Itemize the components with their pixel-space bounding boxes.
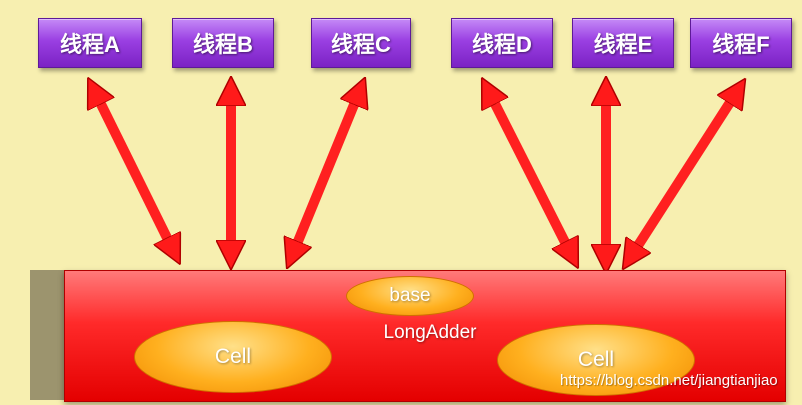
arrow-thread-a — [94, 90, 174, 252]
cell-ellipse-2: Cell — [497, 324, 695, 396]
long-adder-label: LongAdder — [383, 322, 477, 343]
thread-box-a: 线程A — [38, 18, 142, 68]
thread-box-c: 线程C — [311, 18, 411, 68]
base-label: base — [389, 285, 431, 306]
thread-label-c: 线程C — [331, 32, 391, 57]
arrow-thread-d — [488, 90, 572, 256]
thread-label-a: 线程A — [60, 32, 120, 57]
watermark-text: https://blog.csdn.net/jiangtianjiao — [560, 372, 778, 389]
thread-box-e: 线程E — [572, 18, 674, 68]
thread-label-b: 线程B — [193, 32, 253, 57]
long-adder-shadow — [30, 270, 68, 400]
thread-label-d: 线程D — [472, 32, 532, 57]
thread-box-b: 线程B — [172, 18, 274, 68]
thread-label-e: 线程E — [593, 32, 653, 57]
base-ellipse: base — [346, 276, 474, 316]
cell-ellipse-1: Cell — [134, 321, 332, 393]
thread-label-f: 线程F — [712, 32, 770, 57]
arrow-thread-f — [630, 90, 738, 258]
cell-label-1: Cell — [214, 345, 252, 368]
cell-label-2: Cell — [577, 348, 615, 371]
arrow-thread-c — [292, 90, 360, 256]
thread-box-d: 线程D — [451, 18, 553, 68]
thread-box-f: 线程F — [690, 18, 792, 68]
